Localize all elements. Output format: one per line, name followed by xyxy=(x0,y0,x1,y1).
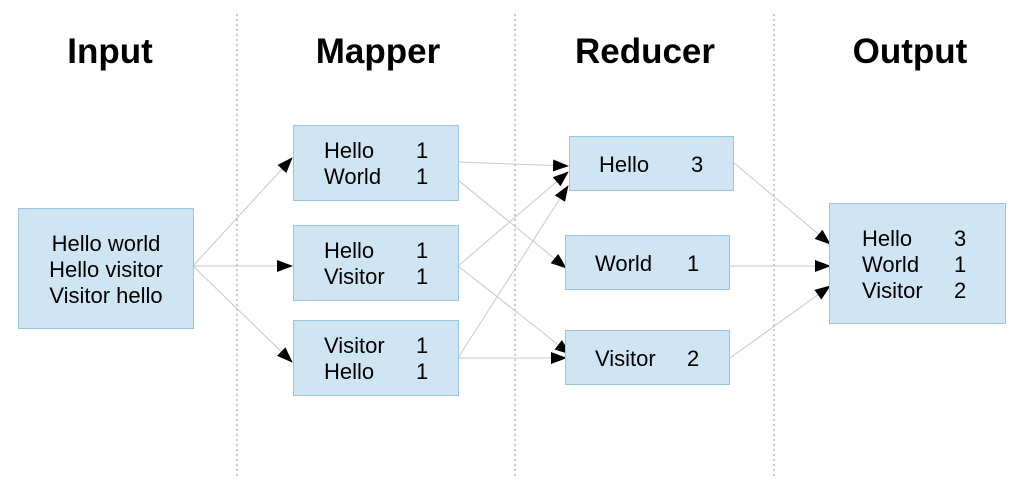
mapper-box-3: Visitor 1 Hello 1 xyxy=(293,320,459,396)
mapper-count: 1 xyxy=(416,333,429,358)
output-box: Hello 3 World 1 Visitor 2 xyxy=(829,203,1006,324)
input-line: Hello visitor xyxy=(49,257,163,282)
connector-mapper2-reducer-visitor xyxy=(457,265,571,355)
header-output: Output xyxy=(852,32,968,71)
output-word: Visitor xyxy=(862,278,923,303)
mapper-word: Visitor xyxy=(324,333,385,358)
mapper-box-2: Hello 1 Visitor 1 xyxy=(293,225,459,301)
output-count: 3 xyxy=(954,226,967,251)
mapper-word: Visitor xyxy=(324,264,385,289)
reducer-box-hello: Hello 3 xyxy=(569,136,734,191)
header-input: Input xyxy=(67,32,153,71)
reducer-count: 1 xyxy=(687,251,700,276)
connector-input-mapper-1 xyxy=(192,157,293,267)
connector-input-mapper-3 xyxy=(192,265,293,363)
input-line: Hello world xyxy=(51,231,161,256)
output-word: World xyxy=(862,252,920,277)
reducer-word: Visitor xyxy=(595,346,656,371)
reducer-count: 3 xyxy=(691,152,704,177)
connector-reducer-visitor-output xyxy=(729,285,831,359)
reducer-word: Hello xyxy=(599,152,650,177)
mapper-count: 1 xyxy=(416,238,429,263)
connector-mapper2-reducer-hello xyxy=(457,171,569,267)
mapper-word: World xyxy=(324,164,382,189)
reducer-box-world: World 1 xyxy=(565,235,730,290)
reducer-box-visitor: Visitor 2 xyxy=(565,330,730,385)
connector-reducer-hello-output xyxy=(732,161,831,245)
output-count: 2 xyxy=(954,278,967,303)
input-box: Hello world Hello visitor Visitor hello xyxy=(18,208,194,329)
reducer-count: 2 xyxy=(687,346,700,371)
mapper-count: 1 xyxy=(416,359,429,384)
connector-mapper1-reducer-hello xyxy=(457,159,569,172)
mapper-count: 1 xyxy=(416,264,429,289)
mapper-word: Hello xyxy=(324,238,375,263)
input-line: Visitor hello xyxy=(49,283,163,308)
mapper-box-1: Hello 1 World 1 xyxy=(293,125,459,201)
mapper-count: 1 xyxy=(416,164,429,189)
header-reducer: Reducer xyxy=(574,32,716,71)
header-mapper: Mapper xyxy=(315,32,441,71)
connector-mapper3-reducer-hello xyxy=(457,185,569,359)
mapper-word: Hello xyxy=(324,359,375,384)
reducer-word: World xyxy=(595,251,653,276)
output-word: Hello xyxy=(862,226,913,251)
mapper-word: Hello xyxy=(324,138,375,163)
output-count: 1 xyxy=(954,252,967,277)
connector-mapper1-reducer-world xyxy=(457,179,567,269)
mapper-count: 1 xyxy=(416,138,429,163)
